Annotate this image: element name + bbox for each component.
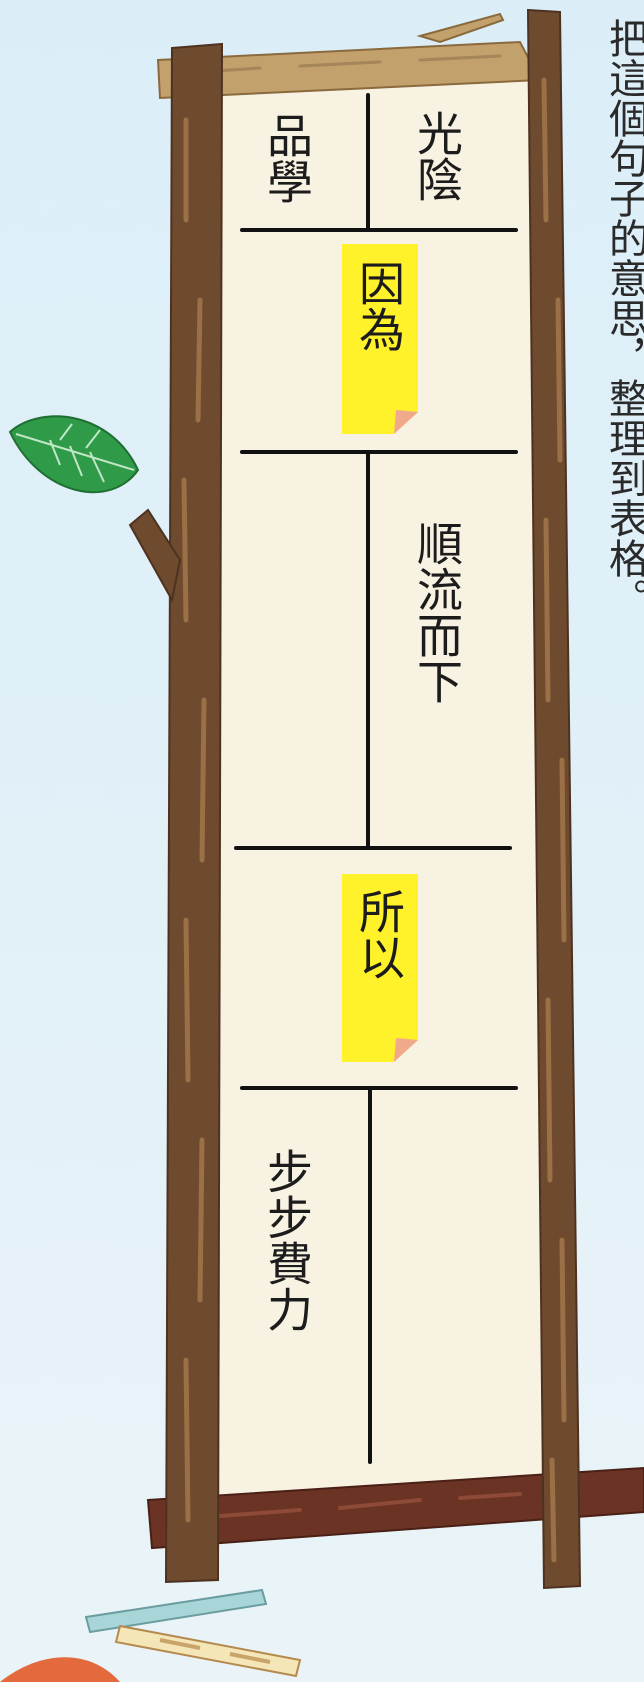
- cell-middle-right: 順流而下: [410, 520, 464, 704]
- cell-top-left: 品學: [260, 112, 314, 204]
- pencil-decoration: [84, 1588, 302, 1678]
- left-trunk: [128, 42, 224, 1584]
- right-trunk: [526, 8, 582, 1590]
- bottom-branch: [146, 1466, 644, 1550]
- leaf-icon: [8, 415, 140, 494]
- cell-bottom-left: 步步費力: [260, 1148, 314, 1332]
- sticky-note-because: [342, 244, 418, 434]
- note-because-label: 因為: [352, 260, 406, 352]
- cell-top-right: 光陰: [410, 110, 464, 202]
- note-therefore-label: 所以: [352, 888, 406, 980]
- instruction-text: 把這個句子的意思，整理到表格。: [602, 18, 644, 618]
- sticky-note-therefore: [342, 874, 418, 1062]
- bottom-arc-decoration: [0, 1657, 120, 1682]
- table-lines: [234, 93, 518, 1464]
